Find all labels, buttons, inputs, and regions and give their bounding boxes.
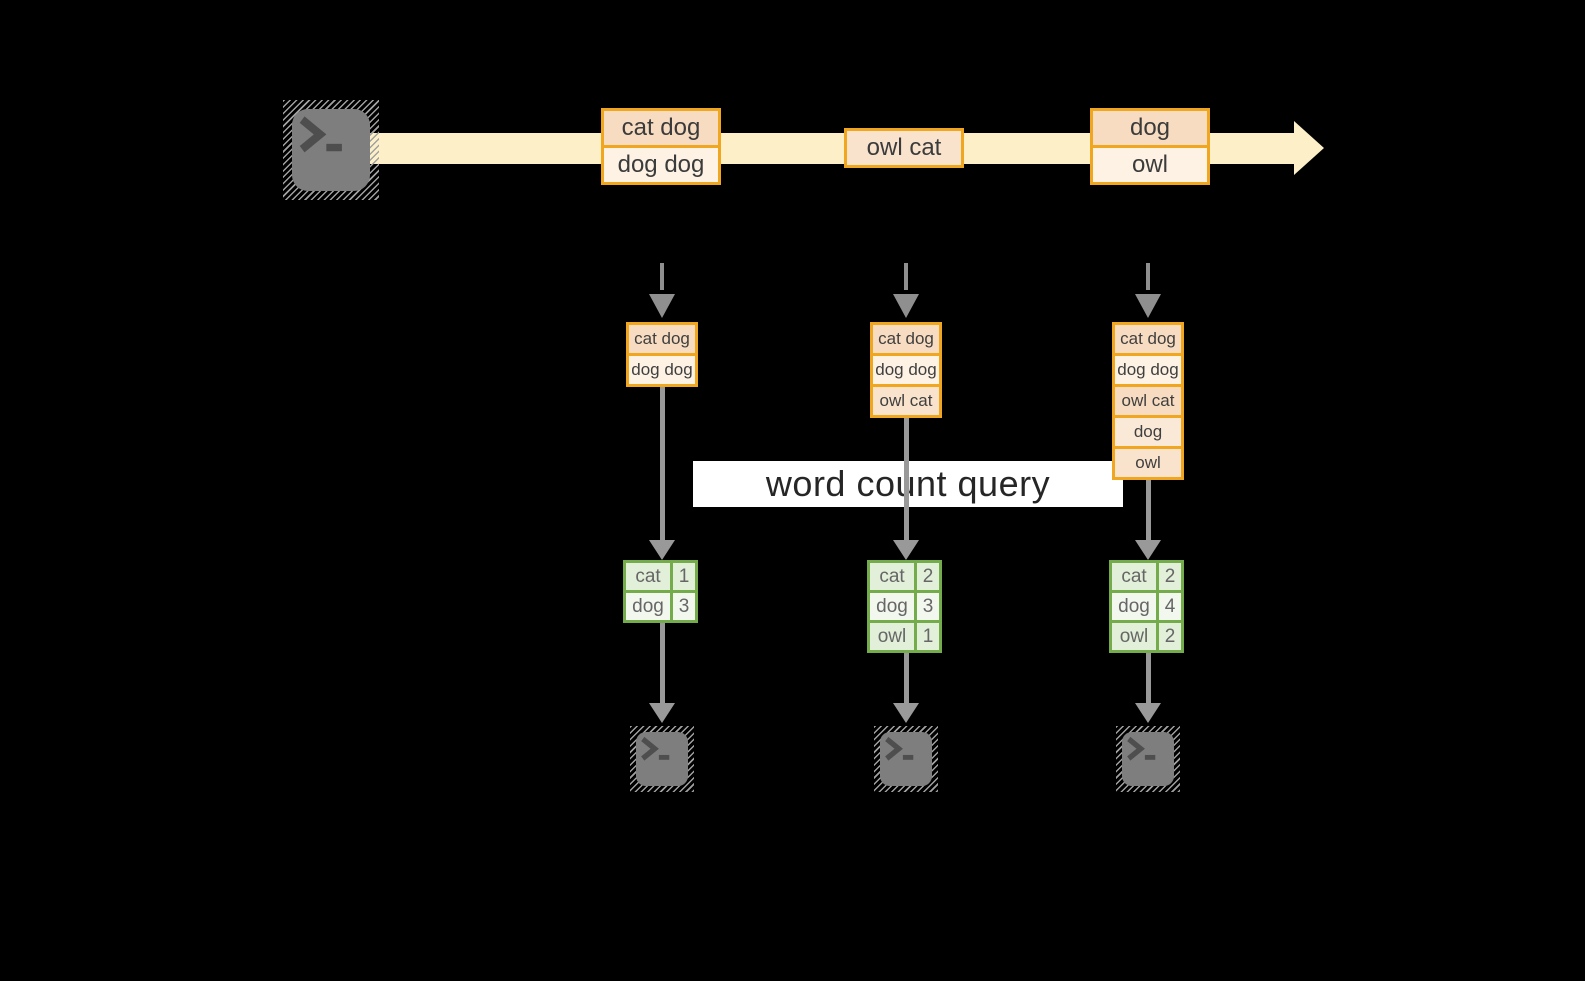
terminal-screen xyxy=(292,109,370,191)
table-row: owl 2 xyxy=(1109,620,1184,653)
count-cell: 2 xyxy=(1156,560,1184,593)
event-label: owl xyxy=(1131,151,1168,178)
count-cell: 3 xyxy=(914,590,942,623)
event-label: dog dog xyxy=(617,151,705,178)
buffer-row-label: owl xyxy=(1135,453,1161,472)
event-buffer-2: cat dog dog dog owl cat xyxy=(870,322,942,418)
buffer-row: cat dog xyxy=(1112,322,1184,356)
word-cell: owl xyxy=(867,620,917,653)
emit-arrowhead-icon xyxy=(893,294,919,318)
count-cell: 1 xyxy=(670,560,698,593)
sink-terminal-icon xyxy=(874,726,938,792)
word-cell: cat xyxy=(623,560,673,593)
count-table-2: cat 2 dog 3 owl 1 xyxy=(867,560,942,653)
word-cell: cat xyxy=(867,560,917,593)
buffer-row: dog dog xyxy=(626,353,698,387)
stream-event-group-2: owl cat xyxy=(844,128,964,168)
prompt-glyph-icon xyxy=(299,116,342,153)
emit-arrow-dash xyxy=(660,263,664,290)
word-cell: cat xyxy=(1109,560,1159,593)
stream-event-box: dog dog xyxy=(601,145,721,185)
word-cell: dog xyxy=(867,590,917,623)
table-row: owl 1 xyxy=(867,620,942,653)
sink-terminal-icon xyxy=(630,726,694,792)
buffer-row: owl xyxy=(1112,446,1184,480)
stream-event-group-3: dog owl xyxy=(1090,108,1210,185)
terminal-screen xyxy=(880,732,932,786)
query-arrow-line xyxy=(904,418,909,540)
buffer-row-label: dog dog xyxy=(1117,360,1179,379)
sink-arrow-line xyxy=(1146,652,1151,705)
stream-event-box: cat dog xyxy=(601,108,721,148)
word-cell: dog xyxy=(1109,590,1159,623)
buffer-row-label: dog dog xyxy=(875,360,937,379)
buffer-row-label: dog dog xyxy=(631,360,693,379)
stream-event-box: owl cat xyxy=(844,128,964,168)
prompt-glyph-icon xyxy=(641,736,670,761)
source-terminal-icon xyxy=(283,100,379,200)
count-cell: 4 xyxy=(1156,590,1184,623)
stream-event-group-1: cat dog dog dog xyxy=(601,108,721,185)
stream-event-box: owl xyxy=(1090,145,1210,185)
emit-arrowhead-icon xyxy=(1135,294,1161,318)
stream-arrowhead-icon xyxy=(1294,121,1324,175)
count-cell: 2 xyxy=(914,560,942,593)
prompt-glyph-icon xyxy=(1127,736,1156,761)
table-row: cat 2 xyxy=(867,560,942,593)
count-cell: 3 xyxy=(670,590,698,623)
sink-arrow-line xyxy=(904,652,909,705)
event-label: owl cat xyxy=(866,134,942,161)
event-buffer-1: cat dog dog dog xyxy=(626,322,698,387)
sink-arrowhead-icon xyxy=(893,703,919,723)
buffer-row: dog xyxy=(1112,415,1184,449)
count-cell: 1 xyxy=(914,620,942,653)
query-arrowhead-icon xyxy=(1135,540,1161,560)
table-row: cat 1 xyxy=(623,560,698,593)
event-label: dog xyxy=(1129,114,1171,141)
terminal-screen xyxy=(636,732,688,786)
count-table-1: cat 1 dog 3 xyxy=(623,560,698,623)
buffer-row-label: owl cat xyxy=(879,391,933,410)
query-arrow-line xyxy=(660,385,665,540)
table-row: cat 2 xyxy=(1109,560,1184,593)
event-buffer-3: cat dog dog dog owl cat dog owl xyxy=(1112,322,1184,480)
buffer-row: dog dog xyxy=(870,353,942,387)
buffer-row: dog dog xyxy=(1112,353,1184,387)
query-arrowhead-icon xyxy=(649,540,675,560)
buffer-row-label: cat dog xyxy=(634,329,690,348)
emit-arrowhead-icon xyxy=(649,294,675,318)
buffer-row: cat dog xyxy=(626,322,698,356)
buffer-row: owl cat xyxy=(1112,384,1184,418)
sink-arrow-line xyxy=(660,622,665,705)
sink-arrowhead-icon xyxy=(649,703,675,723)
word-cell: owl xyxy=(1109,620,1159,653)
table-row: dog 3 xyxy=(867,590,942,623)
count-cell: 2 xyxy=(1156,620,1184,653)
count-table-3: cat 2 dog 4 owl 2 xyxy=(1109,560,1184,653)
emit-arrow-dash xyxy=(904,263,908,290)
sink-terminal-icon xyxy=(1116,726,1180,792)
word-cell: dog xyxy=(623,590,673,623)
buffer-row-label: cat dog xyxy=(1120,329,1176,348)
sink-arrowhead-icon xyxy=(1135,703,1161,723)
terminal-screen xyxy=(1122,732,1174,786)
table-row: dog 4 xyxy=(1109,590,1184,623)
stream-event-box: dog xyxy=(1090,108,1210,148)
emit-arrow-dash xyxy=(1146,263,1150,290)
query-arrow-line xyxy=(1146,480,1151,540)
buffer-row-label: dog xyxy=(1133,422,1163,441)
buffer-row: cat dog xyxy=(870,322,942,356)
event-label: cat dog xyxy=(621,114,701,141)
query-arrowhead-icon xyxy=(893,540,919,560)
prompt-glyph-icon xyxy=(885,736,914,761)
buffer-row-label: owl cat xyxy=(1121,391,1175,410)
buffer-row-label: cat dog xyxy=(878,329,934,348)
buffer-row: owl cat xyxy=(870,384,942,418)
table-row: dog 3 xyxy=(623,590,698,623)
